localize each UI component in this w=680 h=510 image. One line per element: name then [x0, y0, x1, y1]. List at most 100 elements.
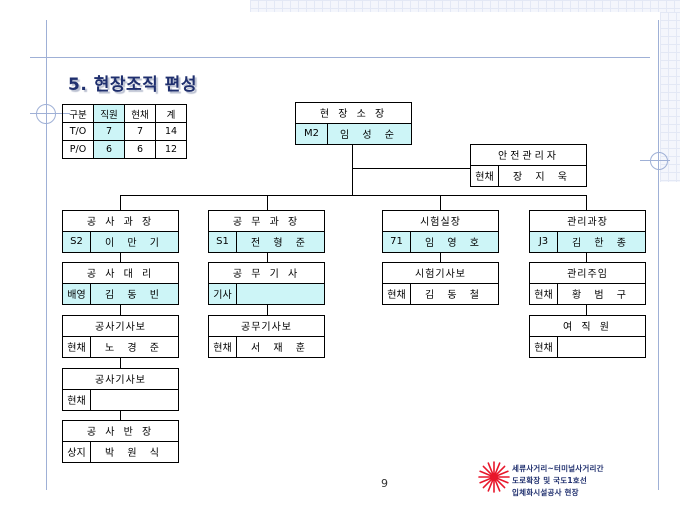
connector-admin	[586, 195, 587, 210]
org-box-code: 현채	[209, 336, 237, 357]
connector-construct-5	[120, 410, 121, 420]
org-box-name: 임 영 호	[411, 231, 498, 252]
org-box-name: 박 원 식	[105, 448, 164, 460]
org-box-title: 공무기사보	[209, 316, 324, 337]
org-box-construction-assistant-1: 공사기사보 현채 노 경 준	[62, 315, 179, 358]
org-box-code: 현채	[530, 283, 558, 304]
org-box-code: S2	[63, 231, 91, 252]
org-box-code: 현채	[530, 336, 558, 357]
table-header-cell: 계	[155, 104, 187, 123]
org-box-name: 장 지 욱	[513, 172, 572, 184]
page-title: 5. 현장조직 편성	[68, 75, 197, 95]
connector-works-2	[267, 252, 268, 262]
org-box-title: 관리주임	[530, 263, 645, 284]
connector-department-bus	[120, 195, 586, 196]
table-cell: 6	[124, 140, 156, 159]
table-header-cell: 구분	[62, 104, 94, 123]
connector-construct-3	[120, 304, 121, 316]
table-cell: 7	[93, 122, 125, 141]
connector-main-trunk	[352, 145, 353, 195]
org-box-title: 관리과장	[530, 211, 645, 232]
table-cell: P/O	[62, 140, 94, 159]
org-box-code: 현채	[63, 336, 91, 357]
table-cell: 7	[124, 122, 156, 141]
org-box-name	[91, 390, 178, 411]
org-box-code: 현채	[63, 389, 91, 410]
connector-lab-2	[440, 252, 441, 262]
connector-admin-2	[586, 252, 587, 262]
org-box-construction-assistant-2: 공사기사보 현채	[62, 368, 179, 411]
table-header-cell: 직원	[93, 104, 125, 123]
connector-admin-3	[586, 304, 587, 316]
org-box-code: 현채	[383, 283, 411, 304]
org-box-name	[558, 337, 645, 358]
table-cell: 12	[155, 140, 187, 159]
table-cell: 14	[155, 122, 187, 141]
org-box-name: 이 만 기	[91, 231, 178, 252]
connector-safety	[352, 168, 470, 169]
org-box-works-assistant: 공무기사보 현채 서 재 훈	[208, 315, 325, 358]
top-grid-decoration	[250, 0, 680, 12]
org-box-name: 임 성 순	[328, 123, 411, 144]
connector-works	[267, 195, 268, 210]
connector-construct-4	[120, 357, 121, 368]
org-box-code: J3	[530, 231, 558, 252]
org-box-title: 공사기사보	[63, 316, 178, 337]
org-box-admin-supervisor: 관리주임 현채 황 범 구	[529, 262, 646, 305]
org-box-title: 안전관리자	[471, 145, 586, 166]
right-grid-decoration	[660, 12, 680, 182]
table-row: T/O 7 7 14	[62, 122, 187, 141]
org-box-admin-clerk: 여 직 원 현채	[529, 315, 646, 358]
org-box-title: 시험실장	[383, 211, 498, 232]
org-box-name: 노 경 준	[105, 343, 164, 355]
staffing-table: 구분 직원 현채 계 T/O 7 7 14 P/O 6 6 12	[62, 104, 187, 159]
org-box-title: 공 무 기 사	[209, 263, 324, 284]
connector-lab	[440, 195, 441, 210]
footer-project-line-2: 도로확장 및 국도1호선	[512, 476, 587, 485]
org-box-construction-foreman: 공 사 반 장 상지 박 원 식	[62, 420, 179, 463]
connector-construct-2	[120, 252, 121, 262]
org-box-code: 기사	[209, 283, 237, 304]
crosshair-circle	[36, 104, 56, 124]
right-rule	[658, 20, 659, 490]
org-box-title: 공 무 과 장	[209, 211, 324, 232]
org-box-code: 상지	[63, 441, 91, 462]
org-box-title: 현 장 소 장	[296, 103, 411, 124]
org-box-name: 김 한 종	[558, 231, 645, 252]
org-box-title: 공 사 반 장	[63, 421, 178, 442]
left-rule	[46, 20, 47, 490]
org-box-name: 전 형 준	[237, 231, 324, 252]
org-box-title: 공 사 과 장	[63, 211, 178, 232]
org-box-code: 현채	[471, 165, 499, 186]
connector-construct	[120, 195, 121, 210]
footer-project-line-3: 입체화시설공사 현장	[512, 488, 579, 497]
org-box-code: S1	[209, 231, 237, 252]
page-number: 9	[381, 477, 388, 490]
org-box-title: 공 사 대 리	[63, 263, 178, 284]
org-box-code: 배영	[63, 283, 91, 304]
company-logo-icon	[478, 461, 510, 493]
org-box-code: M2	[296, 123, 328, 144]
table-row: P/O 6 6 12	[62, 140, 187, 159]
right-crosshair-circle	[650, 152, 668, 170]
org-box-name: 서 재 훈	[251, 343, 310, 355]
org-box-title: 여 직 원	[530, 316, 645, 337]
connector-works-3	[267, 304, 268, 316]
table-cell: 6	[93, 140, 125, 159]
org-box-name: 김 동 빈	[91, 283, 178, 304]
table-cell: T/O	[62, 122, 94, 141]
table-header-row: 구분 직원 현채 계	[62, 104, 187, 123]
org-box-name: 황 범 구	[572, 290, 631, 302]
org-box-title: 공사기사보	[63, 369, 178, 390]
header-rule	[30, 57, 650, 58]
table-header-cell: 현채	[124, 104, 156, 123]
org-box-safety-manager: 안전관리자 현채 장 지 욱	[470, 144, 587, 187]
org-box-name	[237, 283, 324, 304]
